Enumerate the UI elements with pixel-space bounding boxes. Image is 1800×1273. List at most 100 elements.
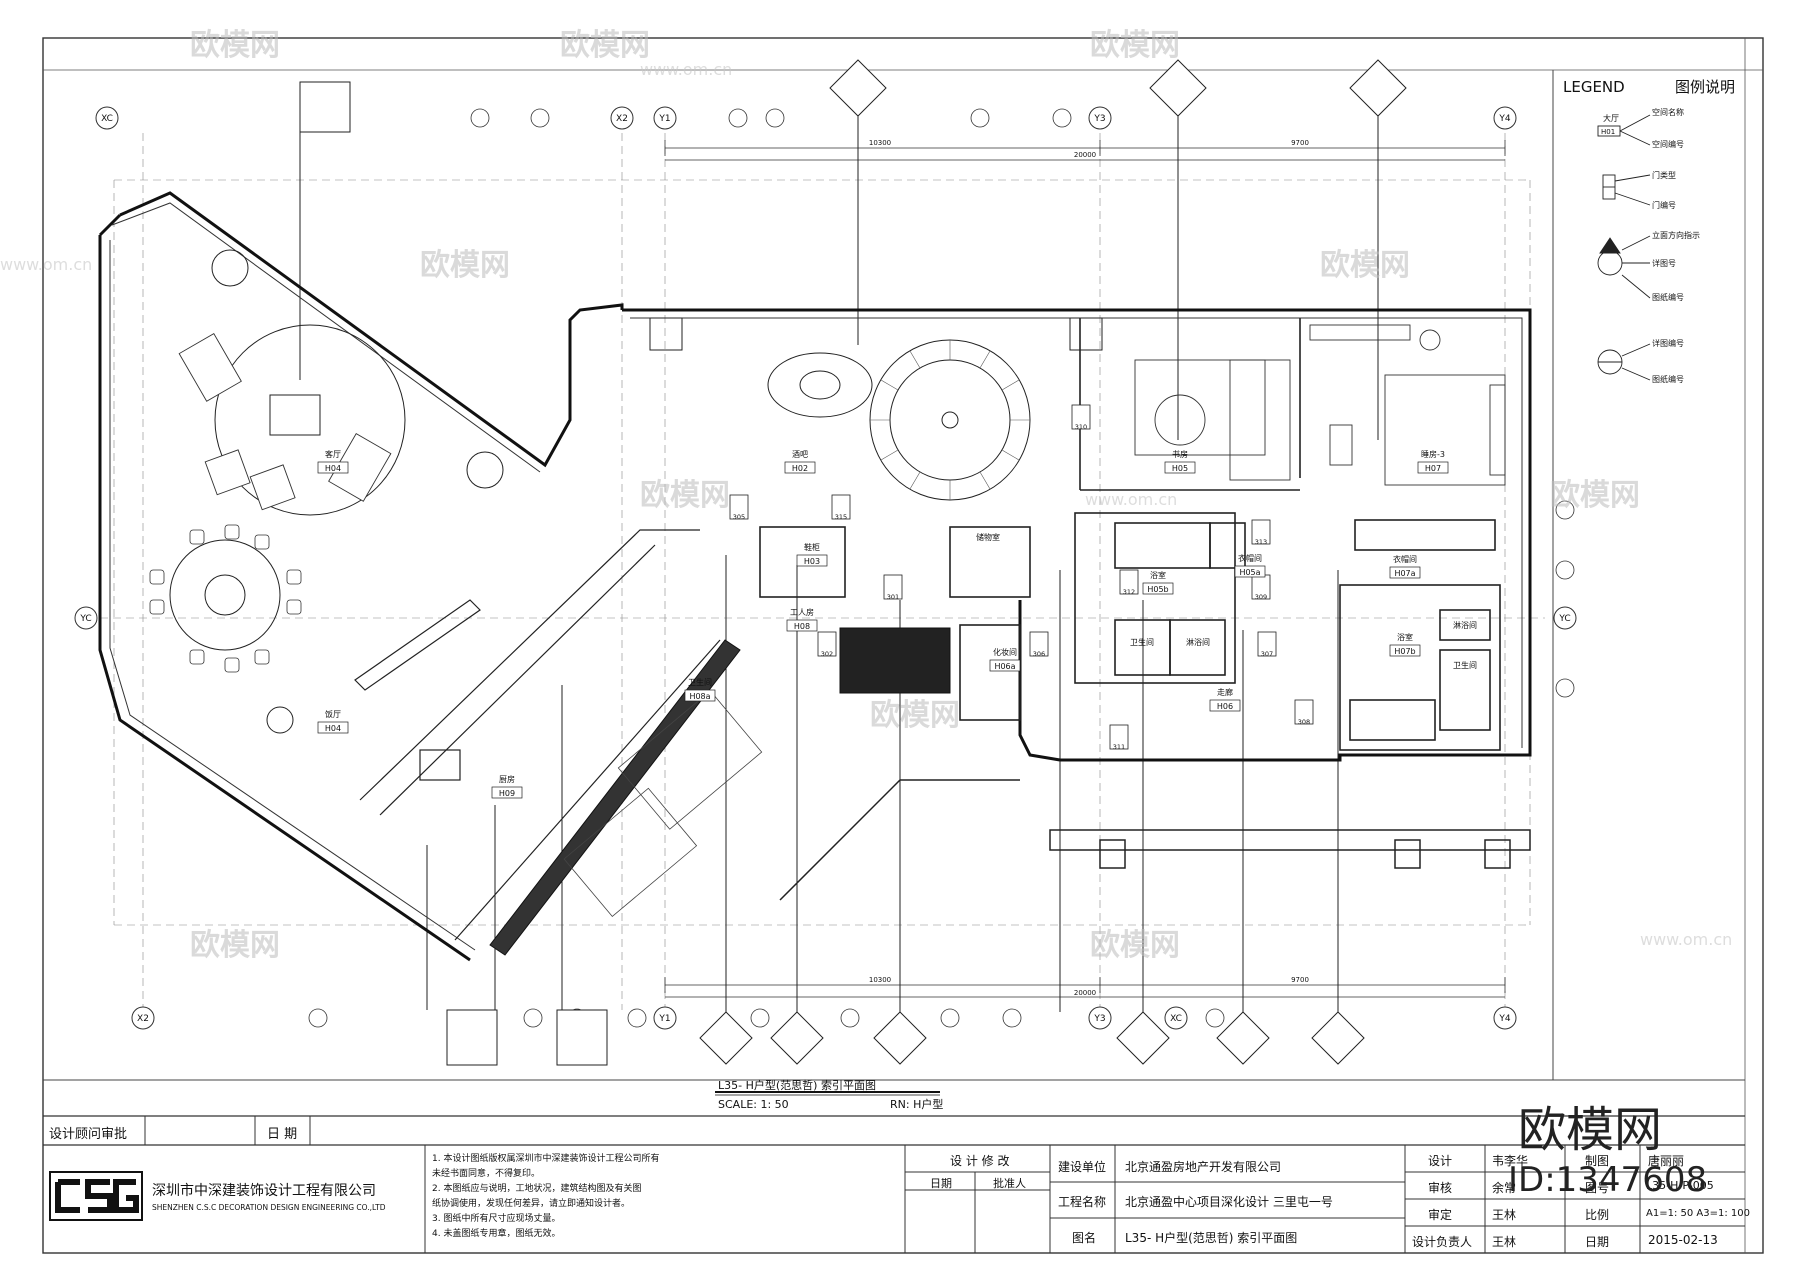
- room-closet1-code: H05a: [1239, 568, 1260, 577]
- sofas: [178, 333, 392, 511]
- date-label: 日期: [1585, 1235, 1610, 1249]
- revision-label: 设 计 修 改: [950, 1154, 1010, 1168]
- room-study: 书房: [1172, 449, 1188, 459]
- plan-scale: SCALE: 1: 50: [718, 1098, 789, 1111]
- watermark-logo: 欧模网: [560, 28, 650, 63]
- watermark-id: ID:1347608: [1508, 1160, 1708, 1200]
- room-living: 客厅: [325, 449, 341, 459]
- company-logo: [49, 1171, 143, 1221]
- axis-top-1: XC: [101, 114, 113, 124]
- watermark-logo: 欧模网: [1090, 28, 1180, 63]
- axis-bottom-4: XC: [1170, 1014, 1182, 1024]
- room-corridor-code: H06: [1217, 702, 1233, 711]
- room-kitchen: 厨房: [499, 774, 515, 784]
- room-powder-code: H06a: [994, 662, 1015, 671]
- door-306: 306: [1033, 650, 1045, 658]
- note-5: 3. 图纸中所有尺寸应现场丈量。: [432, 1214, 561, 1224]
- notes-block: 1. 本设计图纸版权属深圳市中深建装饰设计工程公司所有 未经书面同意，不得复印。…: [432, 1152, 659, 1242]
- drawing-number-label: 图号: [1585, 1181, 1610, 1195]
- room-kitchen-code: H09: [499, 789, 515, 798]
- axis-bottom-1: X2: [137, 1014, 149, 1024]
- axis-bottom-2: Y1: [658, 1014, 670, 1024]
- dim-top-right: 9700: [1291, 139, 1309, 147]
- room-bedroom3: 睡房-3: [1421, 449, 1445, 459]
- approve-label: 审定: [1428, 1208, 1453, 1222]
- room-shoe-code: H03: [804, 557, 820, 566]
- check-label: 审核: [1428, 1181, 1453, 1195]
- watermark-logo: 欧模网: [1320, 248, 1410, 283]
- watermark-logo: 欧模网: [420, 248, 510, 283]
- lift-lobby: [839, 627, 951, 694]
- dashed-grid: [100, 133, 1545, 1010]
- check-value: 余常: [1492, 1181, 1517, 1195]
- scale-label: 比例: [1585, 1208, 1610, 1222]
- balcony-walls: [779, 779, 1531, 901]
- dim-bottom-left: 10300: [869, 976, 891, 984]
- living-room: [169, 249, 504, 734]
- watermark-logo: 欧模网: [1550, 478, 1640, 513]
- door-301: 301: [887, 593, 899, 601]
- axis-side-right: YC: [1558, 614, 1570, 624]
- study-furniture: [1134, 359, 1353, 481]
- note-2: 未经书面同意，不得复印。: [432, 1169, 541, 1179]
- watermark-logo: 欧模网: [1090, 928, 1180, 963]
- exterior-walls-inner: [109, 202, 1523, 951]
- room-bath1-code: H05b: [1147, 585, 1168, 594]
- watermark-brand-stamp: 欧模网: [1518, 1102, 1663, 1158]
- axis-side-left: YC: [79, 614, 91, 624]
- room-dining-code: H04: [325, 724, 341, 733]
- room-bedroom3-code: H07: [1425, 464, 1441, 473]
- note-1: 1. 本设计图纸版权属深圳市中深建装饰设计工程公司所有: [432, 1154, 660, 1164]
- axis-bottom-5: Y4: [1498, 1014, 1510, 1024]
- design-label: 设计: [1428, 1154, 1453, 1168]
- draw-value: 唐丽丽: [1648, 1154, 1685, 1168]
- drawing-value: L35- H户型(范思哲) 索引平面图: [1125, 1231, 1298, 1245]
- legend-symbols: [1597, 114, 1651, 381]
- legend-title-en: LEGEND: [1563, 78, 1625, 96]
- door-309: 309: [1255, 593, 1267, 601]
- lead-value: 王林: [1492, 1235, 1517, 1249]
- bar: [649, 317, 1103, 418]
- interior-walls: [759, 318, 1501, 751]
- door-302: 302: [821, 650, 833, 658]
- dim-bottom-right: 9700: [1291, 976, 1309, 984]
- axis-top-4: Y3: [1093, 114, 1105, 124]
- axis-bubbles: [74, 106, 1577, 1030]
- room-code-boxes: [317, 461, 1449, 799]
- dim-bottom-total: 20000: [1074, 989, 1096, 997]
- dimension-lines: [664, 140, 1506, 998]
- dining-chairs: [149, 524, 302, 673]
- room-staff-wc-code: H08a: [689, 692, 710, 701]
- legend-item-3: 门类型: [1652, 170, 1676, 180]
- note-3: 2. 本图纸应与说明，工地状况，建筑结构图及有关图: [432, 1184, 642, 1194]
- door-307: 307: [1261, 650, 1273, 658]
- door-tags: [729, 404, 1314, 750]
- watermark-url: www.om.cn: [640, 60, 733, 79]
- watermark-logo: 欧模网: [190, 28, 280, 63]
- project-label: 工程名称: [1058, 1195, 1107, 1209]
- elevation-diamonds: [699, 59, 1407, 1065]
- legend-item-9: 图纸编号: [1652, 374, 1684, 384]
- date-value: 2015-02-13: [1648, 1233, 1718, 1247]
- legend-item-6: 详图号: [1652, 258, 1676, 268]
- room-study-code: H05: [1172, 464, 1188, 473]
- watermark-url: www.om.cn: [1085, 490, 1178, 509]
- room-powder: 化妆间: [993, 647, 1017, 657]
- room-wc2: 卫生间: [1453, 660, 1477, 670]
- legend-sample-code: H01: [1601, 128, 1615, 136]
- stair-treads: [870, 340, 1030, 500]
- note-4: 纸协调使用，发现任何差异，请立即通知设计者。: [432, 1199, 631, 1209]
- watermark-url: www.om.cn: [0, 255, 93, 274]
- watermark-logo: 欧模网: [190, 928, 280, 963]
- dim-top-total: 20000: [1074, 151, 1096, 159]
- revision-approver-label: 批准人: [993, 1177, 1026, 1190]
- client-value: 北京通盈房地产开发有限公司: [1125, 1160, 1282, 1174]
- room-bath1: 浴室: [1150, 570, 1166, 580]
- note-6: 4. 未盖图纸专用章，图纸无效。: [432, 1229, 561, 1239]
- room-staff-code: H08: [794, 622, 810, 631]
- axis-top-5: Y4: [1498, 114, 1510, 124]
- door-313: 313: [1255, 538, 1267, 546]
- legend-sample-room: 大厅: [1603, 113, 1619, 123]
- exterior-walls: [98, 191, 1532, 962]
- watermark-logo: 欧模网: [640, 478, 730, 513]
